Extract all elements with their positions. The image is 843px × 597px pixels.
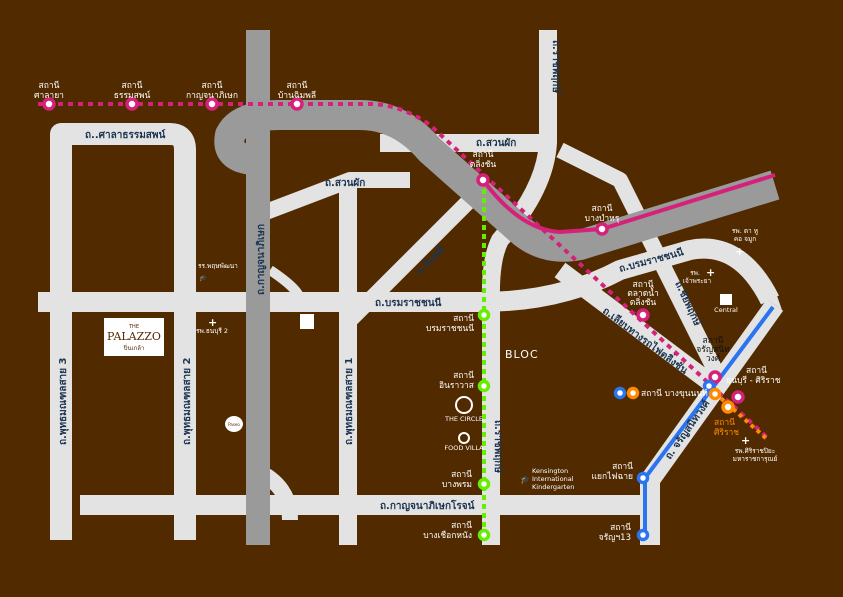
road-ramp <box>267 265 305 301</box>
road-phutthamonthon-2-3 <box>50 123 196 540</box>
the-circle-label: THE CIRCLE <box>444 415 483 423</box>
school-icon: 🎓 <box>199 274 207 282</box>
road-suanphak <box>255 172 410 223</box>
road-label: ถ.กาญจนาภิเษก <box>255 224 267 295</box>
road-label: ถ.ราชพฤกษ์ <box>550 40 562 93</box>
hospital-label: รพ.ธนบุรี 2 <box>196 327 228 335</box>
sf-logo <box>300 314 314 329</box>
landmarks: THE PALAZZO ปิ่นเกล้า รร.พฤษพัฒนา 🎓 + รพ… <box>104 227 778 491</box>
road-label: ถ.บรมราชชนนี <box>375 297 442 309</box>
road-label: ถ.พุทธมณฑลสาย 3 <box>58 358 69 445</box>
school-label: รร.พฤษพัฒนา <box>198 262 238 270</box>
station-marker-bang-chueak-nang[interactable] <box>477 528 491 542</box>
school-icon: 🎓 <box>520 475 530 484</box>
hospital-icon: + <box>741 434 750 447</box>
road-label: ถ.สวนผัก <box>476 137 516 149</box>
station-label-bang-chueak-nang: สถานีบางเชือกหนัง <box>423 520 472 541</box>
road-chaiyaphruek <box>556 142 728 384</box>
station-marker-bang-bamru[interactable] <box>595 222 609 236</box>
station-marker-charan13[interactable] <box>636 528 650 542</box>
hospital-icon: + <box>706 266 715 279</box>
station-label-salaya: สถานีศาลายา <box>34 80 64 101</box>
station-marker-thonburi-siriraj[interactable] <box>731 390 745 404</box>
station-marker-borommaratchachonnani[interactable] <box>477 308 491 322</box>
station-label-bang-phrom: สถานีบางพรม <box>442 469 472 490</box>
station-marker-kanchanaphisek[interactable] <box>205 97 219 111</box>
station-label-bang-khun-non: สถานี บางขุนนนท์ <box>641 388 708 399</box>
pink-solid-line <box>481 173 776 235</box>
station-marker-thammasop[interactable] <box>125 97 139 111</box>
paseo-label: Paseo <box>228 422 240 427</box>
station-marker-charan[interactable] <box>708 370 722 384</box>
station-label-thonburi-siriraj: สถานีธนบุรี - ศิริราช <box>726 365 781 386</box>
station-label-taling-chan: สถานีตลิ่งชัน <box>470 149 497 170</box>
hospital-chaophraya-label: รพ.เจ้าพระยา <box>683 269 712 285</box>
palazzo-name: PALAZZO <box>107 330 161 343</box>
food-villa-label: FOOD VILLA <box>444 444 484 452</box>
paseo-logo <box>225 416 243 432</box>
central-label: Central <box>714 306 738 314</box>
legend-blue-dot <box>613 386 627 400</box>
road-liap-thang-rotfai <box>554 262 726 398</box>
station-marker-bang-khun-non[interactable] <box>702 379 716 393</box>
central-logo <box>720 294 732 305</box>
dotted-road <box>80 499 241 510</box>
hospital-ent-label: รพ. ตา หูคอ จมูก <box>732 227 758 243</box>
station-labels: สถานีศาลายา สถานีธรรมสพน์ สถานีกาญจนาภิเ… <box>34 80 781 543</box>
bloc-logo: BLOC <box>505 348 539 361</box>
station-markers[interactable] <box>42 97 745 542</box>
station-marker-ban-chimphli[interactable] <box>290 97 304 111</box>
station-label-talat-nam: สถานีตลาดน้ำตลิ่งชัน <box>627 279 659 308</box>
hospital-siriraj-label: รพ.ศิริราชปิยะมหาราชการุณย์ <box>733 447 778 463</box>
arrow-icon <box>765 290 782 310</box>
station-label-kanchanaphisek: สถานีกาญจนาภิเษก <box>186 80 238 101</box>
road-label: ถ.พุทธมณฑลสาย 1 <box>344 358 355 445</box>
food-villa-logo <box>458 432 470 444</box>
pink-dotted-line <box>38 102 772 442</box>
hospital-icon: + <box>735 245 744 258</box>
station-marker-talat-nam[interactable] <box>636 308 650 322</box>
orange-dotted-line <box>713 391 770 442</box>
road-borommaratchachonnani <box>38 238 779 312</box>
road-charansanitwong <box>640 299 784 545</box>
station-label-inrawat: สถานีอินราวาส <box>439 370 475 391</box>
station-label-bang-bamru: สถานีบางบำหรุ <box>585 203 620 224</box>
station-label-siriraj: สถานีศิริราช <box>714 417 739 438</box>
station-label-borommaratchachonnani: สถานีบรมราชชนนี <box>426 313 474 334</box>
roads <box>38 30 784 545</box>
road-label: ถ.พุทธมณฑลสาย 2 <box>182 358 193 445</box>
station-marker-salaya[interactable] <box>42 97 56 111</box>
station-marker-taling-chan[interactable] <box>476 173 490 187</box>
station-label-yaek-fai-chai: สถานีแยกไฟฉาย <box>592 461 634 482</box>
the-circle-logo <box>455 396 473 414</box>
expressway-loop <box>214 100 780 262</box>
station-label-charan: สถานีจรัญสนิทวงศ์ <box>696 335 730 364</box>
road-label: ถ..ศาลาธรรมสพน์ <box>85 129 165 141</box>
road-label: ถ.กาญจนาภิเษกโรจน์ <box>380 499 475 512</box>
legend-orange-dot <box>626 386 640 400</box>
station-marker-siriraj[interactable] <box>721 400 735 414</box>
expressways <box>214 30 780 545</box>
station-label-thammasop: สถานีธรรมสพน์ <box>114 80 151 101</box>
station-marker-inrawat[interactable] <box>477 379 491 393</box>
station-label-ban-chimphli: สถานีบ้านฉิมพลี <box>278 80 316 101</box>
palazzo-the: THE <box>128 324 139 330</box>
palazzo-logo <box>104 318 164 356</box>
road-label: ถ.สวนผัก <box>325 177 365 189</box>
station-marker-bang-phrom[interactable] <box>477 477 491 491</box>
station-marker-bang-khun-non-orange[interactable] <box>708 387 722 401</box>
road-inphon <box>344 194 476 326</box>
palazzo-sub: ปิ่นเกล้า <box>123 344 144 352</box>
station-label-charan13: สถานีจรัญฯ13 <box>599 522 632 543</box>
hospital-icon: + <box>208 316 217 329</box>
road-label: ถ.ราชพฤกษ์ <box>492 420 504 473</box>
station-marker-yaek-fai-chai[interactable] <box>636 471 650 485</box>
